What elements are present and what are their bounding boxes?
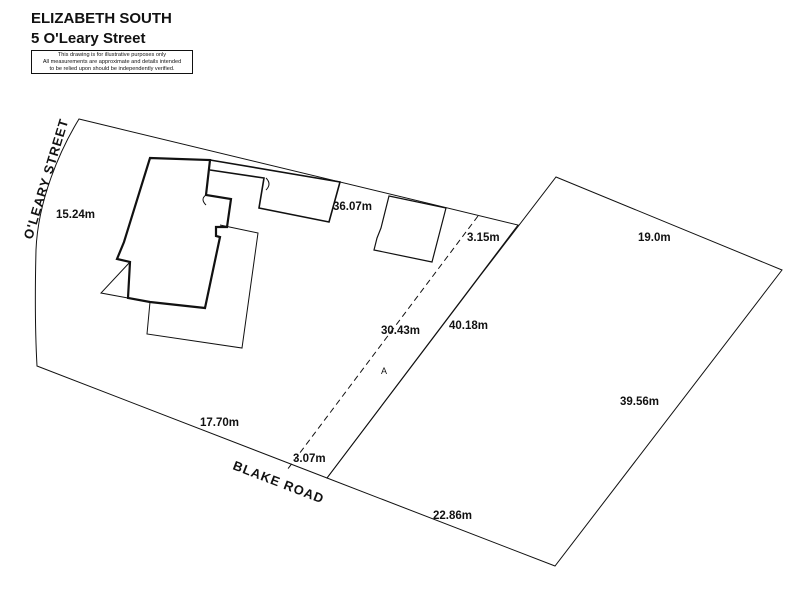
measurement-split-line: 30.43m <box>381 325 420 337</box>
measurement-blake-west: 17.70m <box>200 417 239 429</box>
measurement-north-boundary: 36.07m <box>333 201 372 213</box>
outbuilding-outline <box>373 195 447 263</box>
suburb-title: ELIZABETH SOUTH <box>31 10 172 27</box>
porch-outline <box>100 261 131 299</box>
door-swing <box>265 177 270 191</box>
disclaimer-line: This drawing is for illustrative purpose… <box>57 52 167 58</box>
adjacent-parcel <box>326 176 783 567</box>
measurement-east-top: 19.0m <box>638 232 671 244</box>
blake-road-label: BLAKE ROAD <box>231 458 327 507</box>
subdivision-line <box>286 215 479 471</box>
measurement-east-boundary: 40.18m <box>449 320 488 332</box>
dwelling-outline <box>115 156 233 310</box>
measurement-rear-gap: 3.15m <box>467 232 500 244</box>
garage-outline <box>209 159 342 223</box>
door-swing <box>202 194 207 206</box>
measurement-blake-gap: 3.07m <box>293 453 326 465</box>
oleary-street-label: O'LEARY STREET <box>21 117 72 241</box>
measurement-blake-east: 22.86m <box>433 510 472 522</box>
area-label: A <box>381 366 387 376</box>
address-title: 5 O'Leary Street <box>31 30 146 47</box>
measurement-far-east: 39.56m <box>620 396 659 408</box>
allotment-boundary <box>34 118 519 479</box>
disclaimer-line: All measurements are approximate and det… <box>42 59 182 65</box>
disclaimer-line: to be relied upon should be independentl… <box>49 66 175 72</box>
measurement-frontage: 15.24m <box>56 209 95 221</box>
verandah-outline <box>146 224 259 349</box>
disclaimer-box: This drawing is for illustrative purpose… <box>31 50 193 74</box>
